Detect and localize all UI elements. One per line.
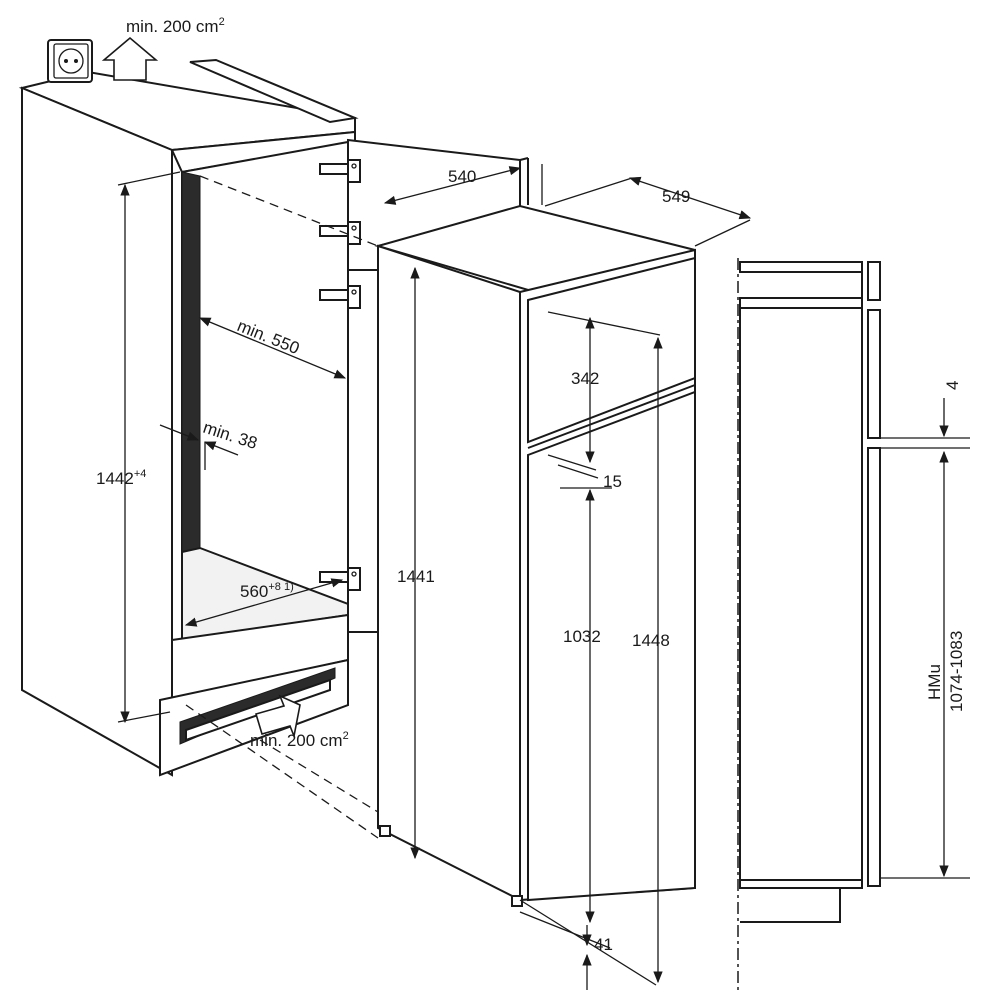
bottom-offset-label: 41 [594, 935, 613, 954]
appliance-depth-dimension [544, 176, 752, 247]
niche-height-label: 1442+4 [96, 468, 146, 488]
niche-depth-dimension [198, 317, 347, 379]
hinge-icon [319, 159, 361, 591]
bottom-offset-dimension [519, 899, 657, 990]
niche-width-label: 560+8 1) [240, 581, 294, 601]
freezer-door-dimension [547, 311, 661, 471]
ventilation-arrow-up-icon [101, 36, 159, 81]
hmu-label: HMu [925, 664, 944, 700]
hmu-range-label: 1074-1083 [947, 631, 966, 712]
hmu-dimension [880, 450, 970, 879]
door-gap-label: 15 [603, 472, 622, 491]
ventilation-arrow-in-icon [255, 694, 301, 739]
freezer-door-label: 342 [571, 369, 599, 388]
side-section-view [737, 258, 881, 990]
door-width-dimension [383, 164, 543, 205]
fridge-appliance [374, 204, 696, 907]
socket-icon [47, 39, 93, 83]
fridge-door-label: 1032 [563, 627, 601, 646]
door-gap-dimension [557, 464, 599, 479]
appliance-height-label: 1441 [397, 567, 435, 586]
niche-cabinet [18, 58, 359, 777]
gap-top-label: 4 [943, 381, 962, 390]
vent-top-label: min. 200 cm2 [126, 16, 225, 36]
fridge-door-dimension [560, 487, 612, 924]
appliance-depth-label: 549 [662, 187, 690, 206]
vent-bottom-label: min. 200 cm2 [250, 730, 349, 750]
side-gap-dimension [159, 424, 239, 470]
niche-width-dimension [184, 578, 344, 627]
niche-height-dimension [117, 171, 181, 724]
gap-top-dimension [880, 398, 970, 449]
total-door-label: 1448 [632, 631, 670, 650]
door-width-label: 540 [448, 167, 476, 186]
